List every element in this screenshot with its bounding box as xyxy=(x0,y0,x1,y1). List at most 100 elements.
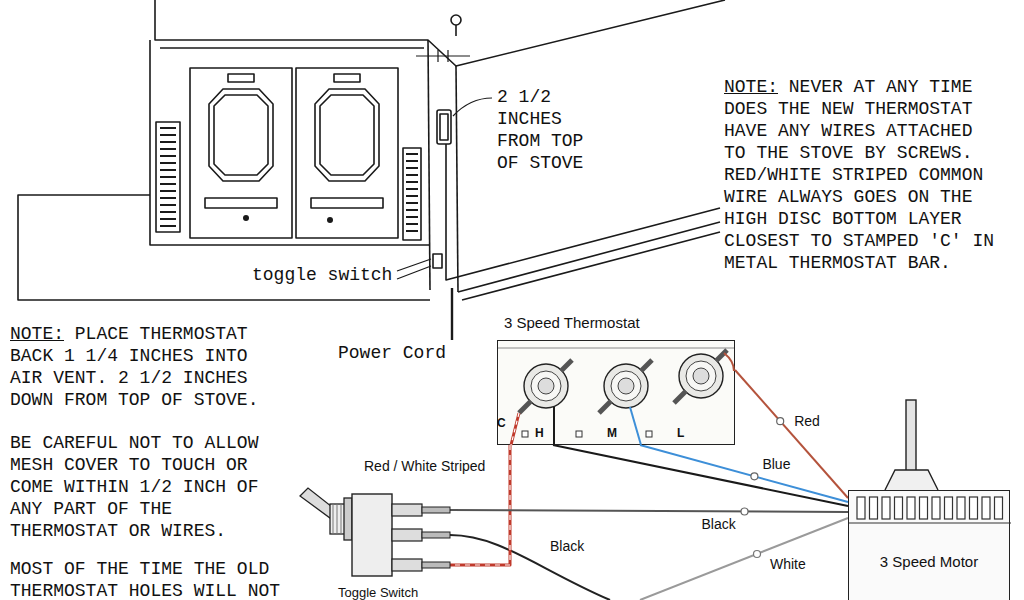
drawing-rect xyxy=(440,114,448,140)
drawing-line xyxy=(849,522,1011,523)
drawing-rect xyxy=(403,148,421,240)
terminal-letter: H xyxy=(535,426,544,440)
thermostat-title: 3 Speed Thermostat xyxy=(504,314,640,332)
toggle-title: Toggle Switch xyxy=(338,586,418,600)
drawing-rect xyxy=(311,198,383,208)
drawing-path xyxy=(397,259,431,279)
drawing-path xyxy=(724,353,734,371)
drawing-rect xyxy=(422,507,450,513)
drawing-path xyxy=(511,413,519,445)
drawing-rect xyxy=(156,122,180,232)
drawing-rect xyxy=(190,68,292,238)
drawing-polygon xyxy=(315,89,379,181)
thermostat-discs xyxy=(498,341,736,446)
drawing-rect xyxy=(957,497,965,519)
drawing-path xyxy=(630,407,641,445)
note-block: NOTE:PLACE THERMOSTAT BACK 1 1/4 INCHES … xyxy=(10,323,285,411)
drawing-rect xyxy=(392,559,422,571)
drawing-path xyxy=(456,66,458,292)
drawing-line xyxy=(599,401,611,413)
drawing-rect xyxy=(576,431,582,437)
drawing-path xyxy=(640,518,848,600)
drawing-line xyxy=(498,348,734,349)
drawing-path xyxy=(428,40,430,290)
drawing-rect xyxy=(422,532,450,538)
drawing-path xyxy=(553,407,555,445)
part-label: Power Cord xyxy=(338,342,446,364)
part-label: toggle switch xyxy=(252,264,392,286)
wire-label: Blue xyxy=(760,456,792,472)
drawing-circle xyxy=(243,215,249,221)
drawing-rect xyxy=(437,110,451,144)
drawing-path xyxy=(451,288,453,340)
wire-label: Red xyxy=(792,413,822,429)
drawing-path xyxy=(160,47,424,49)
terminal-letter: C xyxy=(497,416,506,430)
drawing-line xyxy=(674,391,686,403)
wire-connector xyxy=(553,445,848,506)
note-block: NOTE:NEVER AT ANY TIME DOES THE NEW THER… xyxy=(724,76,999,274)
wire-label: Red / White Striped xyxy=(362,458,487,474)
drawing-path xyxy=(406,154,418,231)
drawing-rect xyxy=(932,497,940,519)
drawing-rect xyxy=(970,497,978,519)
drawing-rect xyxy=(392,529,422,541)
drawing-rect xyxy=(422,562,450,568)
door-knobs xyxy=(243,215,333,223)
wire-marker xyxy=(777,418,784,425)
note-text: BE CAREFUL NOT TO ALLOW MESH COVER TO TO… xyxy=(10,433,258,541)
drawing-path xyxy=(160,128,176,226)
wire-label: White xyxy=(768,556,808,572)
wire-label: Black xyxy=(548,538,586,554)
wire-connector xyxy=(450,508,848,515)
wire-line xyxy=(450,510,848,512)
drawing-path xyxy=(458,222,720,292)
wire-line xyxy=(553,445,848,506)
drawing-path xyxy=(885,470,938,490)
drawing-path xyxy=(511,413,519,445)
drawing-circle xyxy=(531,371,561,401)
drawing-path xyxy=(455,25,457,36)
drawing-rect xyxy=(205,198,277,208)
wire-marker xyxy=(751,473,758,480)
note-heading: NOTE: xyxy=(724,77,778,97)
dimension-note: 2 1/2 INCHES FROM TOP OF STOVE xyxy=(497,86,600,174)
drawing-polygon xyxy=(214,95,268,175)
drawing-path xyxy=(155,0,725,66)
drawing-rect xyxy=(920,497,928,519)
wire-label: Black xyxy=(700,516,738,532)
drawing-circle xyxy=(611,371,641,401)
drawing-rect xyxy=(646,431,652,437)
drawing-rect xyxy=(857,497,865,519)
drawing-rect xyxy=(433,254,442,268)
drawing-circle xyxy=(327,217,333,223)
note-block: MOST OF THE TIME THE OLD THERMOSTAT HOLE… xyxy=(10,558,285,600)
drawing-line xyxy=(519,401,531,413)
drawing-rect xyxy=(906,400,916,472)
drawing-path xyxy=(450,535,610,600)
drawing-rect xyxy=(296,68,398,238)
drawing-polygon xyxy=(320,95,374,175)
drawing-line xyxy=(641,360,652,371)
drawing-rect xyxy=(352,494,392,576)
toggle-switch-symbol xyxy=(300,476,450,600)
wire-marker xyxy=(741,508,748,515)
drawing-line xyxy=(561,360,572,371)
drawing-path xyxy=(150,40,430,245)
stove-outline xyxy=(18,0,725,340)
drawing-rect xyxy=(995,497,1003,519)
drawing-path xyxy=(333,504,341,534)
wire-connector xyxy=(735,370,848,498)
note-text: MOST OF THE TIME THE OLD THERMOSTAT HOLE… xyxy=(10,559,280,600)
motor-title: 3 Speed Motor xyxy=(880,553,978,571)
wire-line xyxy=(640,445,848,502)
drawing-circle xyxy=(693,368,709,384)
note-block: BE CAREFUL NOT TO ALLOW MESH COVER TO TO… xyxy=(10,432,285,542)
wire-connector xyxy=(640,445,848,502)
drawing-rect xyxy=(895,497,903,519)
drawing-line xyxy=(716,350,727,361)
drawing-rect xyxy=(392,504,422,516)
drawing-rect xyxy=(870,497,878,519)
drawing-polygon xyxy=(209,89,273,181)
